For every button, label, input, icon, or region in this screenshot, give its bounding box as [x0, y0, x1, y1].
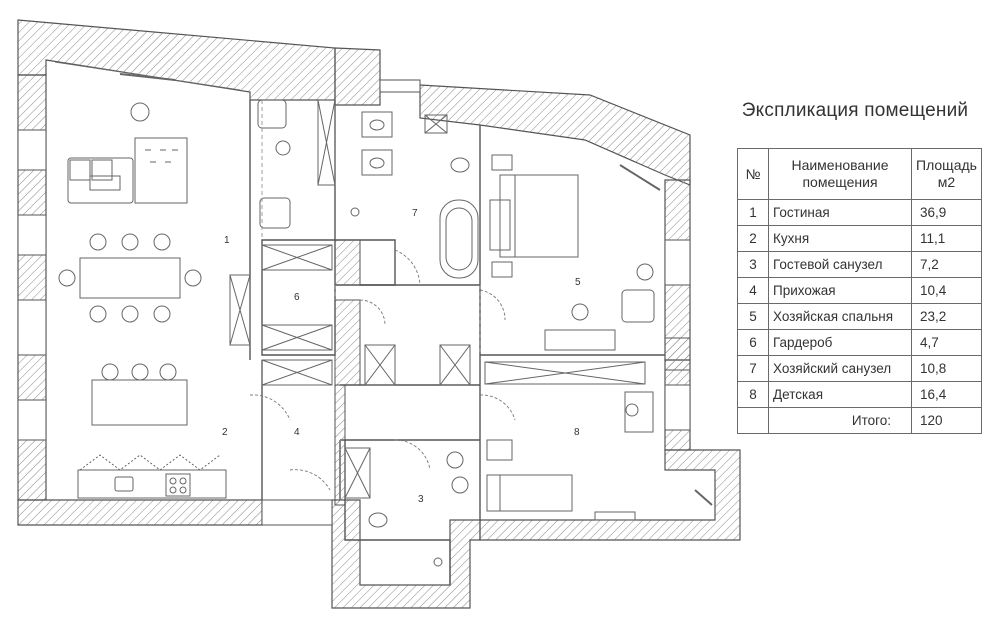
doors: [249, 249, 516, 491]
table-row: 6 Гардероб 4,7: [737, 329, 982, 356]
row-area: 10,4: [911, 277, 982, 304]
zone-lines: [261, 100, 481, 355]
table-row: 3 Гостевой санузел 7,2: [737, 251, 982, 278]
row-area: 16,4: [911, 381, 982, 408]
row-num: 3: [737, 251, 769, 278]
row-num: 1: [737, 199, 769, 226]
room-label: 1: [224, 235, 230, 246]
living-furniture: [54, 61, 241, 499]
row-name: Хозяйская спальня: [768, 303, 912, 330]
bath-fixtures: [350, 111, 479, 567]
row-num: 5: [737, 303, 769, 330]
room-label: 3: [418, 494, 424, 505]
row-name: Кухня: [768, 225, 912, 252]
room-label: 4: [294, 427, 300, 438]
total-empty-cell: [737, 407, 769, 434]
total-value: 120: [911, 407, 982, 434]
explication-title: Экспликация помещений: [741, 100, 969, 121]
bedroom-furniture: [486, 154, 713, 521]
room-labels: 1 2 3 4 5 6 7 8: [222, 208, 581, 505]
header-name: Наименование помещения: [768, 148, 912, 200]
armchairs: [257, 99, 655, 323]
table-row: 1 Гостиная 36,9: [737, 199, 982, 226]
row-area: 4,7: [911, 329, 982, 356]
header-area: Площадь м2: [911, 148, 982, 200]
table-row: 4 Прихожая 10,4: [737, 277, 982, 304]
table-body: 1 Гостиная 36,9 2 Кухня 11,1 3 Гостевой …: [737, 199, 982, 434]
row-name: Гостевой санузел: [768, 251, 912, 278]
room-label: 5: [575, 277, 581, 288]
row-num: 4: [737, 277, 769, 304]
table-row: 8 Детская 16,4: [737, 381, 982, 408]
row-num: 7: [737, 355, 769, 382]
table-row: 7 Хозяйский санузел 10,8: [737, 355, 982, 382]
row-num: 2: [737, 225, 769, 252]
row-num: 8: [737, 381, 769, 408]
room-label: 6: [294, 292, 300, 303]
total-row: Итого: 120: [737, 407, 982, 434]
row-name: Прихожая: [768, 277, 912, 304]
table-header-row: № Наименование помещения Площадь м2: [737, 148, 982, 200]
explication-table: № Наименование помещения Площадь м2 1 Го…: [737, 148, 982, 434]
table-row: 5 Хозяйская спальня 23,2: [737, 303, 982, 330]
row-area: 11,1: [911, 225, 982, 252]
row-name: Детская: [768, 381, 912, 408]
row-area: 36,9: [911, 199, 982, 226]
interior-solid-walls: [334, 239, 691, 506]
room-label: 7: [412, 208, 418, 219]
room-label: 2: [222, 427, 228, 438]
room-label: 8: [574, 427, 580, 438]
row-name: Гостиная: [768, 199, 912, 226]
row-name: Хозяйский санузел: [768, 355, 912, 382]
row-area: 23,2: [911, 303, 982, 330]
header-num: №: [737, 148, 769, 200]
wardrobes: [229, 99, 646, 499]
row-num: 6: [737, 329, 769, 356]
exterior-walls: [17, 19, 741, 609]
row-area: 10,8: [911, 355, 982, 382]
row-area: 7,2: [911, 251, 982, 278]
row-name: Гардероб: [768, 329, 912, 356]
total-label: Итого:: [768, 407, 912, 434]
table-row: 2 Кухня 11,1: [737, 225, 982, 252]
windows: [17, 79, 691, 526]
